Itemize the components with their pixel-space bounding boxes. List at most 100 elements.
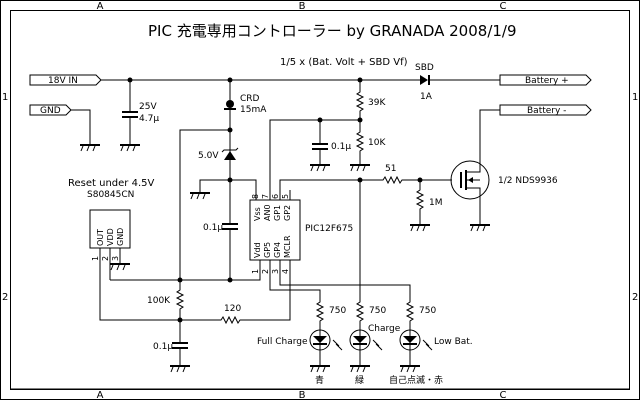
resistor-39k: 39K [356, 80, 386, 114]
svg-text:Low Bat.: Low Bat. [434, 337, 473, 347]
svg-text:OUT: OUT [96, 229, 105, 246]
row-label-1: 1 [2, 92, 8, 103]
svg-text:VDD: VDD [106, 228, 115, 246]
port-gnd: GND [29, 104, 72, 116]
wire-vdd: 0.1μ [179, 129, 257, 280]
col-label-b: B [299, 1, 306, 12]
svg-text:1A: 1A [420, 92, 433, 102]
svg-text:1: 1 [251, 269, 260, 274]
resistor-100k: 100K [147, 280, 184, 320]
svg-text:1/2 NDS9936: 1/2 NDS9936 [498, 176, 558, 186]
col-label-c: C [500, 1, 507, 12]
led-charge: 750 Charge 緑 [349, 299, 401, 386]
led-full-charge: 750 Full Charge 青 [257, 299, 346, 386]
led-low-bat: 750 Low Bat. 自己点滅・赤 [389, 299, 473, 386]
capacitor-divider: 0.1μ [312, 120, 351, 165]
svg-text:750: 750 [419, 306, 436, 316]
schematic-title: PIC 充電専用コントローラー by GRANADA 2008/1/9 [148, 22, 517, 40]
svg-text:SBD: SBD [415, 63, 434, 73]
port-battery-minus: Battery - [499, 104, 592, 116]
svg-text:15mA: 15mA [240, 105, 267, 115]
svg-text:1: 1 [91, 256, 100, 261]
svg-text:青: 青 [315, 374, 324, 386]
svg-text:6: 6 [271, 194, 280, 199]
svg-text:1M: 1M [429, 198, 443, 208]
ground-icon [349, 365, 371, 373]
svg-text:緑: 緑 [355, 374, 364, 386]
ground-icon [399, 365, 421, 373]
svg-text:18V IN: 18V IN [48, 76, 78, 86]
row-label-1-right: 1 [632, 92, 638, 103]
wire-gnd [71, 109, 91, 145]
ground-icon [189, 192, 211, 200]
sbd-diode: SBD 1A [415, 63, 500, 102]
resistor-120: 120 [180, 304, 245, 324]
svg-text:Reset under 4.5V: Reset under 4.5V [68, 178, 154, 189]
svg-text:0.1μ: 0.1μ [203, 223, 223, 233]
ground-icon [309, 164, 331, 172]
wire-18v-rail [101, 77, 420, 83]
ground-icon [119, 144, 141, 152]
svg-text:51: 51 [385, 164, 396, 174]
row-label-2: 2 [2, 292, 8, 303]
svg-text:CRD: CRD [240, 94, 260, 104]
svg-text:GP5: GP5 [263, 242, 272, 258]
svg-text:PIC12F675: PIC12F675 [305, 224, 353, 234]
svg-text:4: 4 [281, 269, 290, 274]
svg-text:4.7μ: 4.7μ [139, 114, 159, 124]
svg-text:10K: 10K [368, 138, 386, 148]
ground-icon [109, 263, 131, 271]
resistor-10k: 10K [356, 129, 386, 165]
capacitor-reset: 0.1μ [153, 320, 188, 366]
col-label-b-bottom: B [299, 390, 306, 400]
svg-text:Charge: Charge [368, 324, 401, 334]
svg-text:750: 750 [329, 306, 346, 316]
svg-text:2: 2 [101, 256, 110, 261]
row-label-2-right: 2 [632, 292, 638, 303]
svg-text:GP2: GP2 [283, 205, 292, 221]
svg-text:GP4: GP4 [273, 242, 282, 258]
ground-icon [349, 164, 371, 172]
col-label-a: A [97, 1, 104, 12]
svg-text:5.0V: 5.0V [198, 151, 219, 161]
svg-text:120: 120 [224, 304, 241, 314]
svg-text:0.1μ: 0.1μ [331, 142, 351, 152]
zener-diode: 5.0V [198, 147, 239, 161]
col-label-c-bottom: C [500, 390, 507, 400]
svg-text:Full Charge: Full Charge [257, 337, 308, 347]
ground-icon [79, 144, 101, 152]
svg-text:0.1μ: 0.1μ [153, 342, 173, 352]
svg-text:GND: GND [116, 228, 125, 246]
svg-text:3: 3 [271, 269, 280, 274]
col-label-a-bottom: A [97, 390, 104, 400]
ground-icon [409, 224, 431, 232]
svg-text:AN0: AN0 [263, 204, 272, 221]
reset-ic: Reset under 4.5V S80845CN OUT VDD GND 1 … [68, 178, 180, 321]
svg-text:Battery -: Battery - [527, 106, 566, 116]
resistor-51: 51 [379, 164, 407, 184]
svg-text:3: 3 [111, 256, 120, 261]
svg-text:2: 2 [261, 269, 270, 274]
formula-note: 1/5 x (Bat. Volt + SBD Vf) [280, 57, 408, 68]
ground-icon [169, 365, 191, 373]
svg-text:100K: 100K [147, 296, 171, 306]
port-battery-plus: Battery + [499, 74, 592, 86]
svg-text:S80845CN: S80845CN [87, 190, 134, 200]
ground-icon [309, 365, 331, 373]
mosfet: 1/2 NDS9936 [450, 109, 558, 225]
pic12f675: PIC12F675 8 7 6 5 Vss AN0 GP1 GP2 Vdd GP… [110, 119, 411, 321]
svg-text:5: 5 [281, 194, 290, 199]
port-18v-in: 18V IN [29, 74, 102, 86]
svg-text:8: 8 [251, 194, 260, 199]
svg-text:Battery +: Battery + [525, 76, 569, 86]
svg-text:MCLR: MCLR [283, 235, 292, 258]
ground-icon [469, 224, 491, 232]
svg-text:GP1: GP1 [273, 205, 282, 221]
crd-diode: CRD 15mA [224, 80, 267, 180]
resistor-1m: 1M [416, 180, 443, 225]
svg-text:7: 7 [261, 194, 270, 199]
svg-text:39K: 39K [368, 98, 386, 108]
capacitor-input: 25V 4.7μ [122, 80, 159, 145]
svg-text:自己点滅・赤: 自己点滅・赤 [389, 374, 443, 386]
